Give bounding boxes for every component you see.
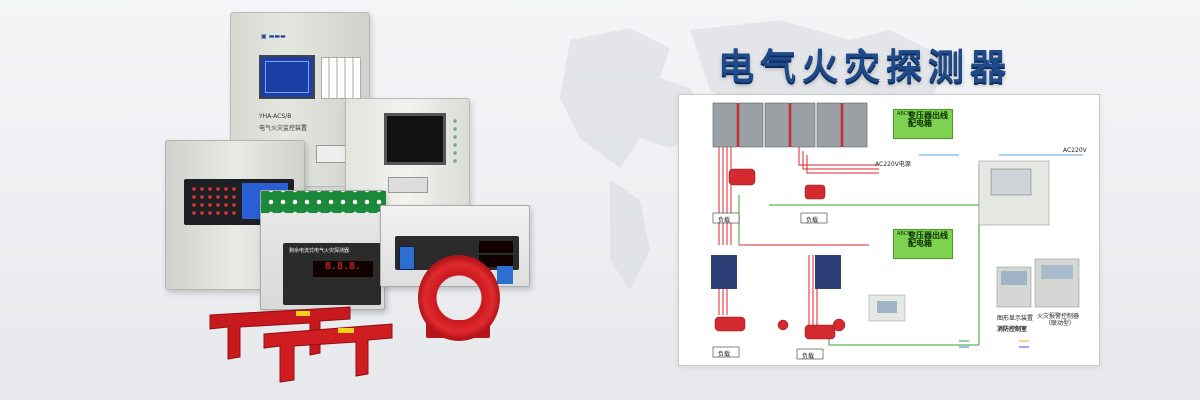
detector-face-panel: 剩余电流式电气火灾探测器 8.8.8.: [283, 243, 381, 305]
rectangular-current-transformer: [263, 323, 393, 383]
residual-current-detector-module: 剩余电流式电气火灾探测器 8.8.8.: [260, 190, 386, 310]
printer-slot: [316, 145, 348, 163]
power-label: AC220V电源: [875, 161, 911, 168]
lcd-screen: [259, 55, 315, 99]
control-room-label: 消防控制室: [997, 326, 1028, 333]
keypad: [321, 57, 361, 99]
terminal-block: [261, 191, 386, 213]
status-indicators: [452, 117, 458, 167]
cabinet-model-label: YHA-ACS/B: [259, 113, 292, 120]
phase-labels: ABCN: [897, 231, 911, 237]
distribution-box-bottom: ABCN 变压器出线配电箱: [893, 229, 953, 259]
system-wiring-diagram: ABCN 变压器出线配电箱 ABCN 变压器出线配电箱 负载 负载 负载 负载 …: [678, 94, 1100, 366]
wiring-lines: [711, 102, 1083, 360]
digital-readout: 8.8.8.: [313, 261, 373, 277]
cabinet-title-label: 电气火灾监控装置: [259, 125, 308, 132]
load-label: 负载: [802, 353, 815, 360]
alarm-controller-label: 火灾报警控制器: [1037, 313, 1080, 320]
brand-logo: ▣ ▬▬▬: [261, 33, 286, 40]
banner-title: 电气火灾探测器: [718, 47, 1013, 88]
load-label: 负载: [718, 217, 731, 224]
box-label: 变压器出线配电箱: [908, 231, 948, 248]
power-label: AC220V: [1063, 147, 1087, 154]
digital-readout: [479, 241, 513, 253]
distribution-box-top: ABCN 变压器出线配电箱: [893, 109, 953, 139]
display-screen: [384, 113, 446, 165]
connector-block: [497, 266, 513, 284]
led-indicators: [190, 185, 236, 217]
detector-panel-title: 剩余电流式电气火灾探测器: [289, 248, 350, 254]
linkage-label: （联动型）: [1045, 320, 1076, 327]
connector-block: [399, 246, 415, 270]
rectangular-current-transformer: [209, 306, 351, 360]
switchgear-row: [712, 102, 868, 148]
digital-readout: [479, 255, 513, 267]
round-current-transformer: [418, 255, 500, 341]
monitor-label: 图形显示装置: [997, 315, 1034, 322]
box-label: 变压器出线配电箱: [908, 111, 948, 128]
phase-labels: ABCN: [897, 111, 911, 117]
printer-slot: [388, 177, 428, 193]
load-label: 负载: [806, 217, 819, 224]
load-label: 负载: [718, 351, 731, 358]
